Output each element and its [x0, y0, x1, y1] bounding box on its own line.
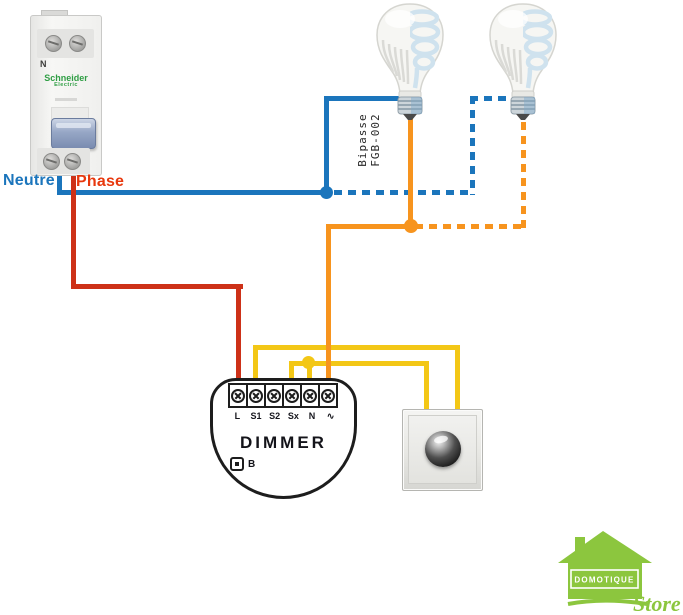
light-bulb-1	[370, 2, 450, 120]
switch-wire	[289, 361, 294, 382]
terminal-label-S2: S2	[269, 411, 281, 421]
logo-domotique-text: DOMOTIQUE	[574, 576, 634, 585]
load-wire-dashed	[415, 224, 523, 229]
terminal-S2	[264, 383, 284, 408]
terminal-label-N: N	[308, 411, 316, 421]
b-button-row: B	[230, 457, 255, 471]
light-bulb-2	[483, 2, 563, 120]
terminal-S1	[246, 383, 266, 408]
screw-icon	[45, 35, 62, 52]
terminal-out	[318, 383, 338, 408]
switch-wire	[253, 345, 258, 382]
terminal-label-L: L	[234, 411, 241, 421]
logo-roof	[558, 531, 652, 563]
circuit-breaker: N Schneider Electric	[30, 15, 102, 176]
logo-house-body	[568, 559, 642, 599]
switch-wire	[455, 345, 460, 411]
domotique-store-logo: DOMOTIQUE Store	[558, 531, 681, 615]
screw-icon	[69, 35, 86, 52]
terminal-screw-icon	[231, 388, 245, 403]
neutral-wire-dashed	[470, 96, 475, 195]
phase-wire	[236, 284, 241, 382]
terminal-screw-icon	[303, 388, 317, 403]
neutral-wire	[324, 96, 399, 101]
breaker-toggle-lever	[51, 118, 96, 149]
neutral-wire	[57, 190, 329, 195]
neutral-wire	[57, 170, 62, 195]
terminal-label-S1: S1	[250, 411, 262, 421]
phase-wire	[71, 284, 243, 289]
terminal-screw-icon	[249, 388, 263, 403]
neutral-wire	[324, 96, 329, 195]
breaker-top-terminals	[37, 29, 94, 58]
dimmer-knob	[425, 431, 461, 467]
junction-dot-blue	[320, 186, 333, 199]
junction-dot-yellow	[302, 356, 315, 369]
screw-icon	[64, 153, 81, 170]
terminal-screw-icon	[321, 388, 335, 403]
phase-label: Phase	[76, 173, 125, 190]
breaker-model-print	[55, 98, 77, 101]
dimmer-module: L S1 S2 Sx N ∿ DIMMER B	[210, 378, 357, 499]
load-wire-dashed	[521, 122, 526, 229]
load-wire	[326, 224, 331, 382]
breaker-bottom-terminals	[37, 148, 90, 174]
neutral-wire-dashed	[470, 96, 512, 101]
terminal-label-Sx: Sx	[287, 411, 299, 421]
terminal-labels: L S1 S2 Sx N ∿	[228, 411, 340, 422]
terminal-L	[228, 383, 248, 408]
terminal-screw-icon	[285, 388, 299, 403]
screw-icon	[43, 153, 60, 170]
junction-dot-orange	[404, 219, 418, 233]
b-button-icon	[230, 457, 244, 471]
switch-wire	[307, 361, 312, 382]
logo-chimney	[575, 537, 585, 555]
switch-wire	[253, 345, 460, 350]
terminal-N	[300, 383, 320, 408]
logo-store-text: Store	[633, 591, 681, 615]
breaker-brand: Schneider Electric	[31, 73, 101, 89]
neutral-wire-dashed	[334, 190, 474, 195]
b-button-label: B	[248, 458, 256, 470]
module-title: DIMMER	[240, 433, 327, 452]
bypass-line1: Bipasse	[356, 113, 369, 167]
brand-subtext: Electric	[54, 82, 78, 89]
terminal-strip	[228, 383, 338, 408]
logo-text-box	[570, 569, 639, 589]
breaker-neutral-mark: N	[40, 59, 47, 69]
switch-wire	[289, 361, 429, 366]
brand-text: Schneider	[44, 73, 88, 83]
terminal-label-out: ∿	[326, 411, 335, 421]
phase-wire	[71, 170, 76, 289]
wall-dimmer-switch	[402, 409, 483, 491]
switch-wire	[424, 361, 429, 411]
load-wire	[408, 117, 413, 229]
terminal-screw-icon	[267, 388, 281, 403]
load-wire	[326, 224, 413, 229]
terminal-Sx	[282, 383, 302, 408]
logo-swoosh	[567, 598, 648, 606]
neutral-label: Neutre	[3, 172, 55, 189]
